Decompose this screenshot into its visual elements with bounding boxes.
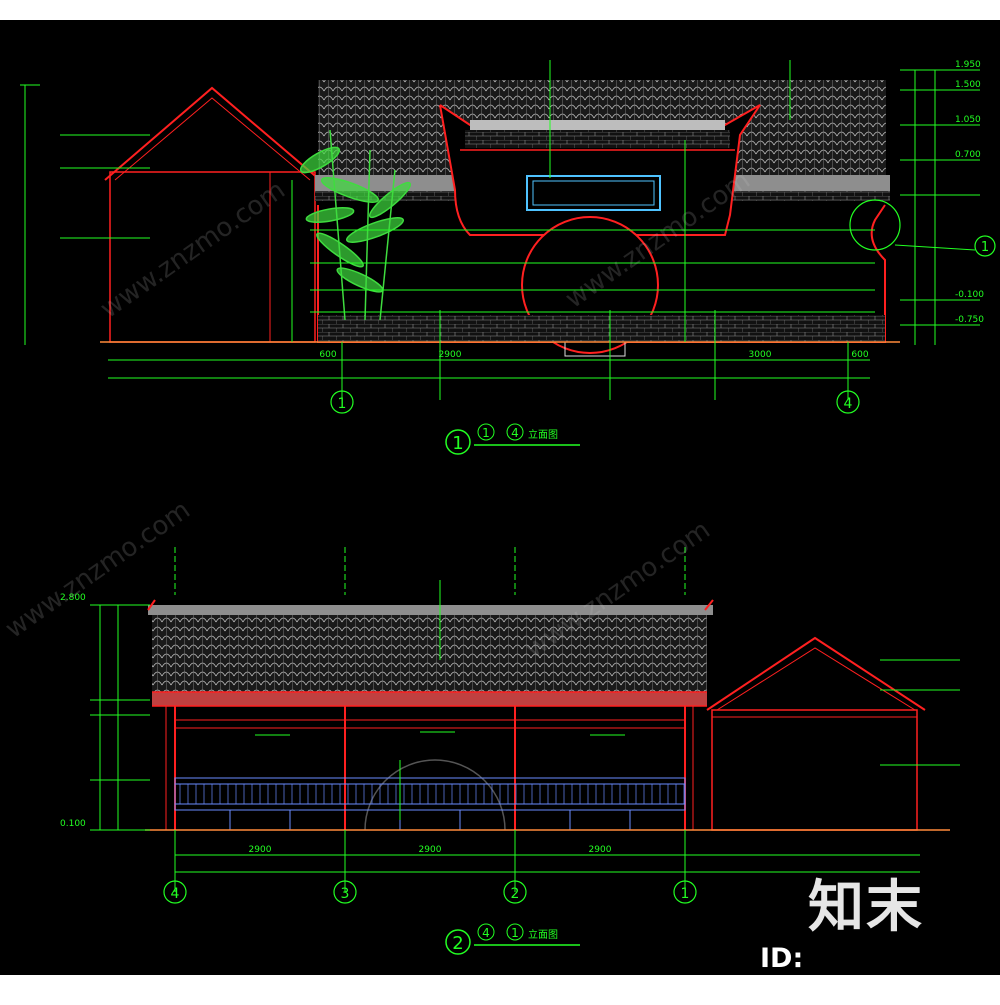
svg-text:立面图: 立面图 <box>528 428 558 441</box>
right-house-wall <box>711 709 918 831</box>
svg-text:0.100: 0.100 <box>60 819 86 829</box>
svg-text:4: 4 <box>511 426 519 440</box>
detail-callout-circle <box>849 199 901 251</box>
svg-text:1: 1 <box>452 433 463 454</box>
bottom-dimension-labels-1: 600 2900 3000 600 <box>319 350 868 360</box>
elevation-2-group: 0.100 2.800 2900 2900 2900 4 3 2 <box>60 547 960 955</box>
svg-text:1.950: 1.950 <box>955 60 981 70</box>
svg-text:4: 4 <box>482 926 490 940</box>
main-wall-outline <box>317 204 886 343</box>
elevation-labels-2: 0.100 2.800 <box>60 593 86 829</box>
svg-text:1: 1 <box>681 886 690 902</box>
elevation-title-2: 2 4 1 立面图 <box>445 923 580 955</box>
dimension-lines-2 <box>90 547 960 892</box>
svg-text:4: 4 <box>171 886 180 902</box>
left-gable-roof <box>104 86 321 181</box>
axis-bubbles-2: 4 3 2 1 <box>163 880 697 904</box>
cad-drawing: 1 1.950 1.500 1.050 0.700 -0.100 -0.750 … <box>20 60 996 955</box>
svg-text:-0.100: -0.100 <box>955 290 984 300</box>
svg-text:1: 1 <box>338 396 347 412</box>
right-gable-roof <box>706 636 926 711</box>
svg-text:2.800: 2.800 <box>60 593 86 603</box>
detail-callout-number: 1 <box>981 240 989 255</box>
svg-text:3000: 3000 <box>749 350 772 360</box>
brick-plinth <box>318 315 885 342</box>
svg-text:2900: 2900 <box>439 350 462 360</box>
svg-text:2: 2 <box>452 933 463 954</box>
svg-text:1: 1 <box>511 926 519 940</box>
svg-text:2: 2 <box>511 886 520 902</box>
svg-text:1.500: 1.500 <box>955 80 981 90</box>
dimension-lines-1 <box>20 60 980 400</box>
gallery-railing <box>174 777 686 830</box>
detail-callout-tag <box>974 235 996 257</box>
elevation-1-group: 1 1.950 1.500 1.050 0.700 -0.100 -0.750 … <box>20 60 996 455</box>
plaque-window <box>526 175 661 211</box>
svg-text:-0.750: -0.750 <box>955 315 984 325</box>
bamboo-plant <box>299 129 412 321</box>
svg-text:600: 600 <box>319 350 336 360</box>
elevation-labels-1: 1.950 1.500 1.050 0.700 -0.100 -0.750 <box>955 60 984 325</box>
svg-text:4: 4 <box>844 396 853 412</box>
svg-text:3: 3 <box>341 886 350 902</box>
gallery-columns <box>165 706 694 830</box>
image-id-label: ID: 1206310449 <box>760 943 948 1005</box>
svg-text:1.050: 1.050 <box>955 115 981 125</box>
bottom-dimension-labels-2: 2900 2900 2900 <box>249 845 612 855</box>
svg-text:1: 1 <box>482 426 490 440</box>
cad-drawing-canvas: 1 1.950 1.500 1.050 0.700 -0.100 -0.750 … <box>0 20 1000 975</box>
brand-logo-text: 知末 <box>808 875 924 940</box>
svg-text:2900: 2900 <box>249 845 272 855</box>
svg-text:0.700: 0.700 <box>955 150 981 160</box>
gallery-roof-tiles <box>152 615 707 705</box>
svg-text:600: 600 <box>851 350 868 360</box>
svg-text:立面图: 立面图 <box>528 928 558 941</box>
svg-text:2900: 2900 <box>419 845 442 855</box>
elevation-title-1: 1 1 4 立面图 <box>445 423 580 455</box>
svg-text:2900: 2900 <box>589 845 612 855</box>
axis-bubbles-1: 1 4 <box>330 390 860 414</box>
